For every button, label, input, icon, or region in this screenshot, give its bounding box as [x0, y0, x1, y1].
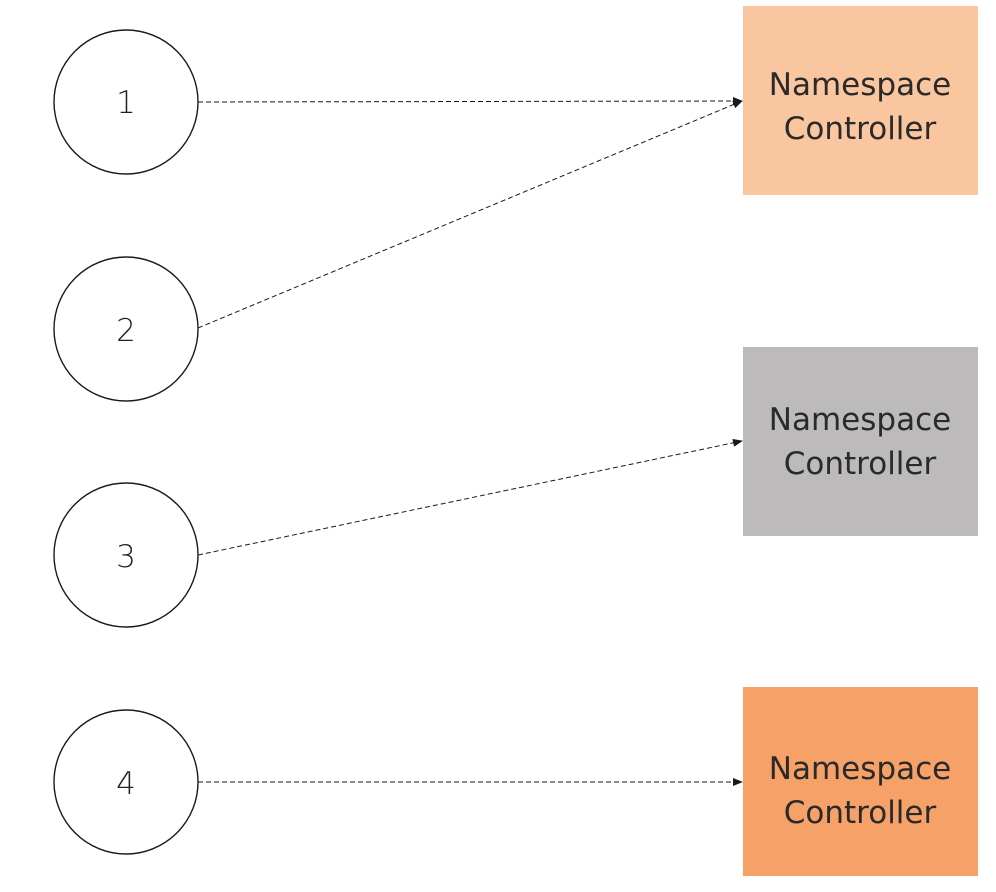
controller-label-line1: Namespace [769, 67, 951, 103]
node-3: 3 [53, 482, 199, 628]
controller-label-line1: Namespace [769, 402, 951, 438]
node-label: 2 [116, 313, 136, 349]
controller-3: Namespace Controller [743, 687, 978, 876]
node-circle [53, 482, 199, 628]
edges-group [197, 97, 743, 786]
node-circle [53, 256, 199, 402]
edge-node-1-to-controller-1 [197, 97, 743, 106]
controller-box [743, 347, 978, 536]
node-label: 1 [116, 85, 136, 121]
node-2: 2 [53, 256, 199, 402]
controller-box [743, 6, 978, 195]
edge-node-2-to-controller-1 [197, 100, 743, 329]
node-4: 4 [53, 709, 199, 855]
node-label: 3 [116, 539, 136, 575]
edge-node-3-to-controller-2 [197, 438, 743, 556]
node-1: 1 [53, 29, 199, 175]
controller-label-line2: Controller [784, 795, 937, 831]
controller-1: Namespace Controller [743, 6, 978, 195]
node-circle [53, 709, 199, 855]
controller-2: Namespace Controller [743, 347, 978, 536]
controller-label-line1: Namespace [769, 751, 951, 787]
controller-box [743, 687, 978, 876]
node-label: 4 [116, 766, 136, 802]
node-circle [53, 29, 199, 175]
controller-label-line2: Controller [784, 111, 937, 147]
controller-label-line2: Controller [784, 446, 937, 482]
